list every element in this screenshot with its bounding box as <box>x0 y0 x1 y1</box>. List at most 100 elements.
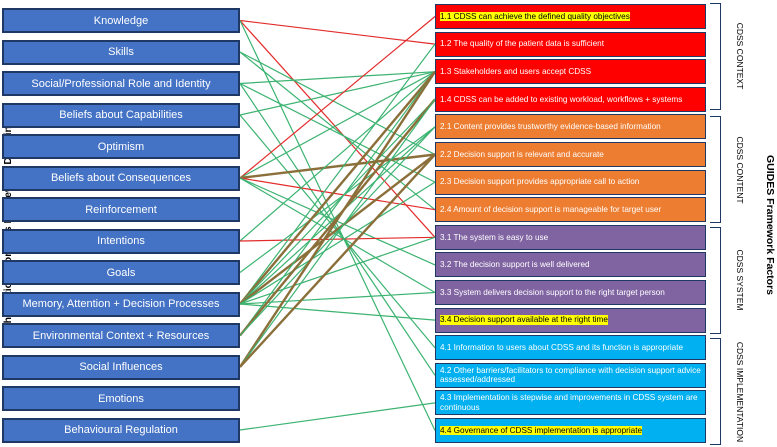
guides-factor-1-3: 1.3 Stakeholders and users accept CDSS <box>435 59 706 85</box>
tdf-domain-label: Goals <box>106 266 136 279</box>
guides-factor-label: 1.3 Stakeholders and users accept CDSS <box>440 66 592 76</box>
guides-factor-4-2: 4.2 Other barriers/facilitators to compl… <box>435 362 706 388</box>
tdf-domain-label: Social Influences <box>79 361 163 373</box>
tdf-domain-label: Optimism <box>97 140 145 153</box>
tdf-domain-label: Beliefs about Capabilities <box>59 109 183 121</box>
tdf-domain-intentions: Intentions <box>2 228 240 254</box>
guides-factor-2-2: 2.2 Decision support is relevant and acc… <box>435 142 706 167</box>
group-bracket-content <box>710 116 721 223</box>
connection-line-red <box>239 177 436 211</box>
guides-factor-3-1: 3.1 The system is easy to use <box>435 224 706 250</box>
tdf-domain-skills: Skills <box>2 39 240 65</box>
connection-line-brown <box>239 153 436 180</box>
connection-line-green <box>239 71 436 242</box>
guides-factor-3-2: 3.2 The decision support is well deliver… <box>435 252 706 278</box>
guides-factor-1-2: 1.2 The quality of the patient data is s… <box>435 31 706 57</box>
tdf-domain-optimism: Optimism <box>2 134 240 159</box>
connection-line-green <box>239 181 436 305</box>
guides-factor-label: 4.3 Implementation is stepwise and impro… <box>440 393 698 412</box>
connection-line-green <box>239 291 436 305</box>
tdf-domain-label: Emotions <box>98 392 144 405</box>
connection-line-green <box>239 43 436 305</box>
group-label-content: CDSS CONTENT <box>735 136 745 204</box>
group-bracket-system <box>710 227 721 334</box>
group-label-implementation: CDSS IMPLEMENTATION <box>735 341 745 443</box>
tdf-domain-label: Social/Professional Role and Identity <box>31 77 211 90</box>
guides-factor-1-1: 1.1 CDSS can achieve the defined quality… <box>435 4 706 29</box>
guides-factor-label: 1.4 CDSS can be added to existing worklo… <box>440 94 683 104</box>
connection-line-green <box>239 98 436 305</box>
connection-line-green <box>239 402 436 431</box>
guides-factor-3-3: 3.3 System delivers decision support to … <box>435 280 706 305</box>
tdf-domain-label: Intentions <box>97 235 145 247</box>
tdf-domain-goals: Goals <box>2 260 240 285</box>
tdf-domain-reinforcement: Reinforcement <box>2 197 240 222</box>
guides-factor-4-4: 4.4 Governance of CDSS implementation is… <box>435 418 706 443</box>
guides-factor-label: 2.4 Amount of decision support is manage… <box>440 204 662 214</box>
connection-line-brown <box>239 70 436 305</box>
connection-line-red <box>239 19 436 45</box>
guides-factor-label: 2.3 Decision support provides appropriat… <box>440 177 640 187</box>
tdf-domain-label: Skills <box>108 46 134 58</box>
tdf-domain-social-influences: Social Influences <box>2 354 240 380</box>
guides-factor-label: 3.1 The system is easy to use <box>440 232 549 242</box>
guides-factor-label: 4.2 Other barriers/facilitators to compl… <box>440 365 701 385</box>
connection-line-green <box>239 71 436 179</box>
tdf-domain-knowledge: Knowledge <box>2 8 240 33</box>
connection-line-green <box>239 236 436 305</box>
connection-line-green <box>239 20 436 431</box>
group-label-context: CDSS CONTEXT <box>735 22 745 90</box>
guides-factor-label: 4.1 Information to users about CDSS and … <box>440 342 684 352</box>
tdf-domain-label: Environmental Context + Resources <box>32 329 210 342</box>
connection-line-green <box>239 71 436 336</box>
connection-line-green <box>239 126 436 273</box>
connection-line-green <box>239 71 436 116</box>
tdf-domain-behavioural-regulation: Behavioural Regulation <box>2 417 240 443</box>
guides-factor-2-4: 2.4 Amount of decision support is manage… <box>435 197 706 223</box>
connection-line-brown <box>238 71 437 368</box>
tdf-domain-beliefs-consequences: Beliefs about Consequences <box>2 165 240 191</box>
guides-factor-label: 3.4 Decision support available at the ri… <box>440 315 608 325</box>
tdf-domain-label: Knowledge <box>93 14 149 27</box>
connection-line-brown <box>239 153 436 305</box>
tdf-domain-label: Beliefs about Consequences <box>50 172 192 184</box>
connection-line-green <box>239 51 436 211</box>
tdf-domain-label: Memory, Attention + Decision Processes <box>22 298 220 310</box>
tdf-domain-emotions: Emotions <box>2 386 240 411</box>
group-label-system: CDSS SYSTEM <box>735 249 745 311</box>
guides-factor-3-4: 3.4 Decision support available at the ri… <box>435 307 706 333</box>
tdf-domain-environmental-context: Environmental Context + Resources <box>2 323 240 348</box>
connection-line-green <box>239 177 436 294</box>
connection-line-green <box>239 126 436 336</box>
guides-factor-2-1: 2.1 Content provides trustworthy evidenc… <box>435 114 706 140</box>
connection-line-green <box>239 98 436 368</box>
guides-factor-label: 3.3 System delivers decision support to … <box>440 287 665 297</box>
guides-factor-label: 2.2 Decision support is relevant and acc… <box>440 149 604 159</box>
guides-factor-2-3: 2.3 Decision support provides appropriat… <box>435 169 706 195</box>
connection-line-red <box>239 236 436 242</box>
tdf-domain-beliefs-capabilities: Beliefs about Capabilities <box>2 102 240 128</box>
tdf-domain-memory-attention: Memory, Attention + Decision Processes <box>2 291 240 317</box>
guides-factor-label: 1.1 CDSS can achieve the defined quality… <box>440 11 630 22</box>
right-axis-title: GUIDES Framework Factors <box>764 154 776 296</box>
guides-factor-label: 4.4 Governance of CDSS implementation is… <box>440 425 643 436</box>
connection-line-green <box>239 303 436 321</box>
tdf-domain-role-identity: Social/Professional Role and Identity <box>2 71 240 96</box>
guides-factor-label: 1.2 The quality of the patient data is s… <box>440 39 605 49</box>
group-bracket-context <box>710 3 721 110</box>
group-bracket-implementation <box>710 338 721 445</box>
guides-factor-4-3: 4.3 Implementation is stepwise and impro… <box>435 390 706 416</box>
connection-line-red <box>239 16 436 179</box>
connection-line-red <box>239 20 436 238</box>
tdf-domain-label: Behavioural Regulation <box>64 424 178 436</box>
guides-factor-label: 2.1 Content provides trustworthy evidenc… <box>440 122 661 132</box>
connection-line-brown <box>239 153 436 368</box>
connection-line-green <box>239 126 436 305</box>
guides-factor-1-4: 1.4 CDSS can be added to existing worklo… <box>435 86 706 112</box>
connection-line-green <box>239 71 436 85</box>
connection-line-green <box>239 82 436 183</box>
guides-factor-4-1: 4.1 Information to users about CDSS and … <box>435 335 706 361</box>
guides-factor-label: 3.2 The decision support is well deliver… <box>440 260 590 270</box>
tdf-domain-label: Reinforcement <box>85 203 157 216</box>
